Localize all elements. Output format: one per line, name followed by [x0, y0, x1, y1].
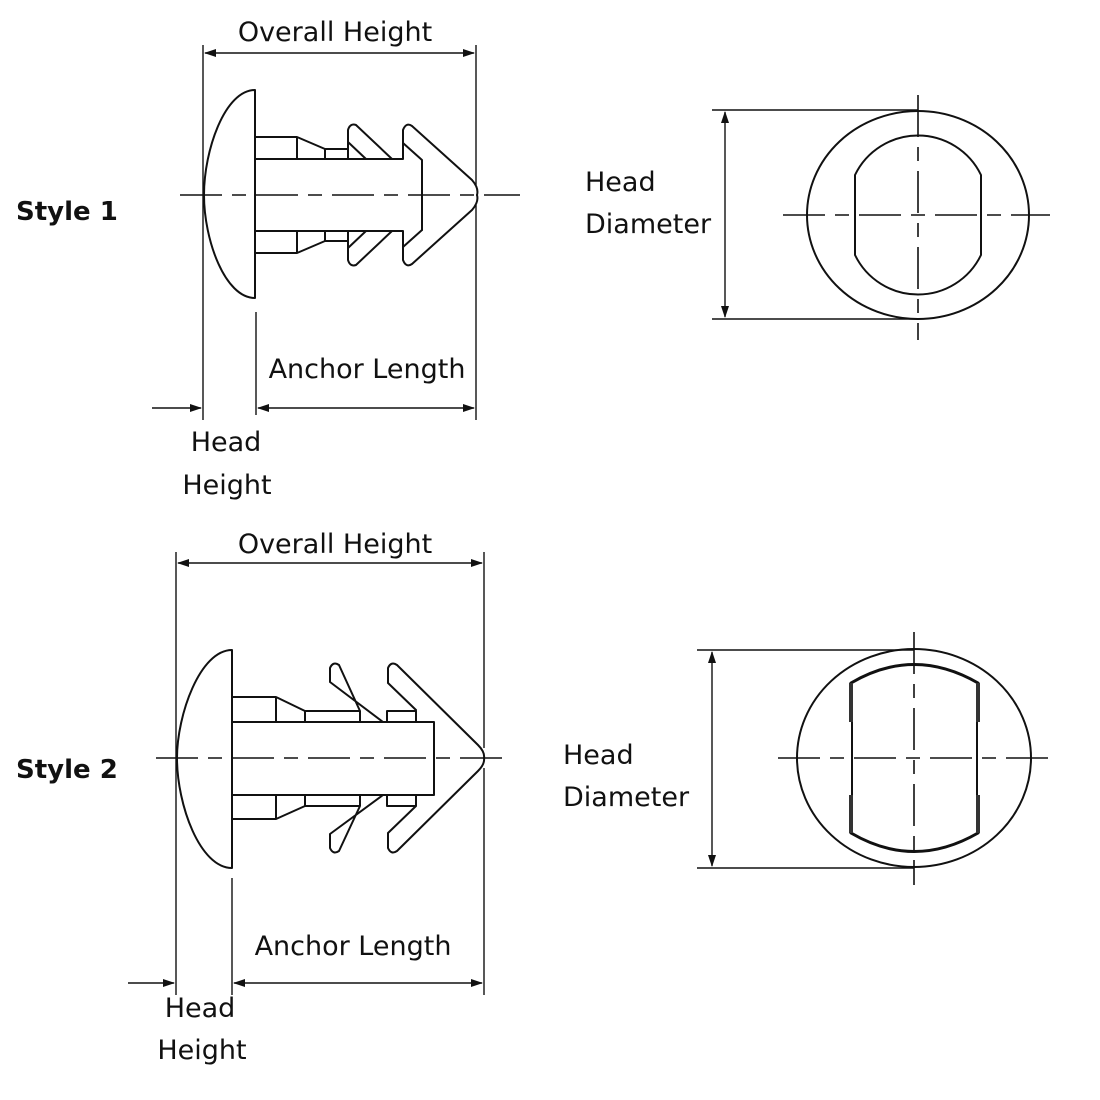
style-2-label: Style 2: [16, 755, 118, 785]
rivet-barbs-lower: [231, 757, 486, 854]
style-1-side-view: Overall Height Anchor Length Head Height: [152, 17, 520, 501]
head-height-label-line1: Head: [165, 993, 236, 1024]
head-height-label-line1: Head: [191, 427, 262, 458]
head-diameter-label-line2: Diameter: [563, 782, 690, 813]
rivet-head: [203, 89, 256, 299]
style-2-side-view: Overall Height Anchor Length Head Height: [128, 529, 512, 1066]
rivet-head: [176, 649, 233, 869]
overall-height-label: Overall Height: [238, 529, 432, 560]
head-diameter-label-line1: Head: [563, 740, 634, 771]
rivet-core: [231, 721, 435, 796]
rivet-barbs-upper: [231, 662, 486, 759]
anchor-length-label: Anchor Length: [255, 931, 452, 962]
head-diameter-label-line2: Diameter: [585, 209, 712, 240]
rivet-shank-upper: [254, 123, 479, 231]
rivet-shank-lower: [254, 194, 479, 267]
tab-left-top: [849, 683, 853, 722]
style-1-group: Style 1 Overall Height Anchor Length Hea…: [16, 17, 1050, 501]
style-2-group: Style 2 Overall Height Anchor Length Hea…: [16, 529, 1050, 1066]
anchor-length-label: Anchor Length: [269, 354, 466, 385]
style-1-end-view: Head Diameter: [585, 95, 1050, 340]
style-2-end-view: Head Diameter: [563, 632, 1050, 885]
tab-right-top: [976, 683, 980, 722]
style-1-label: Style 1: [16, 197, 118, 227]
tab-right-bottom: [976, 795, 980, 833]
tab-left-bottom: [849, 795, 853, 833]
head-diameter-label-line1: Head: [585, 167, 656, 198]
shank-profile: [854, 134, 982, 296]
head-height-label-line2: Height: [182, 470, 271, 501]
head-height-label-line2: Height: [157, 1035, 246, 1066]
overall-height-label: Overall Height: [238, 17, 432, 48]
